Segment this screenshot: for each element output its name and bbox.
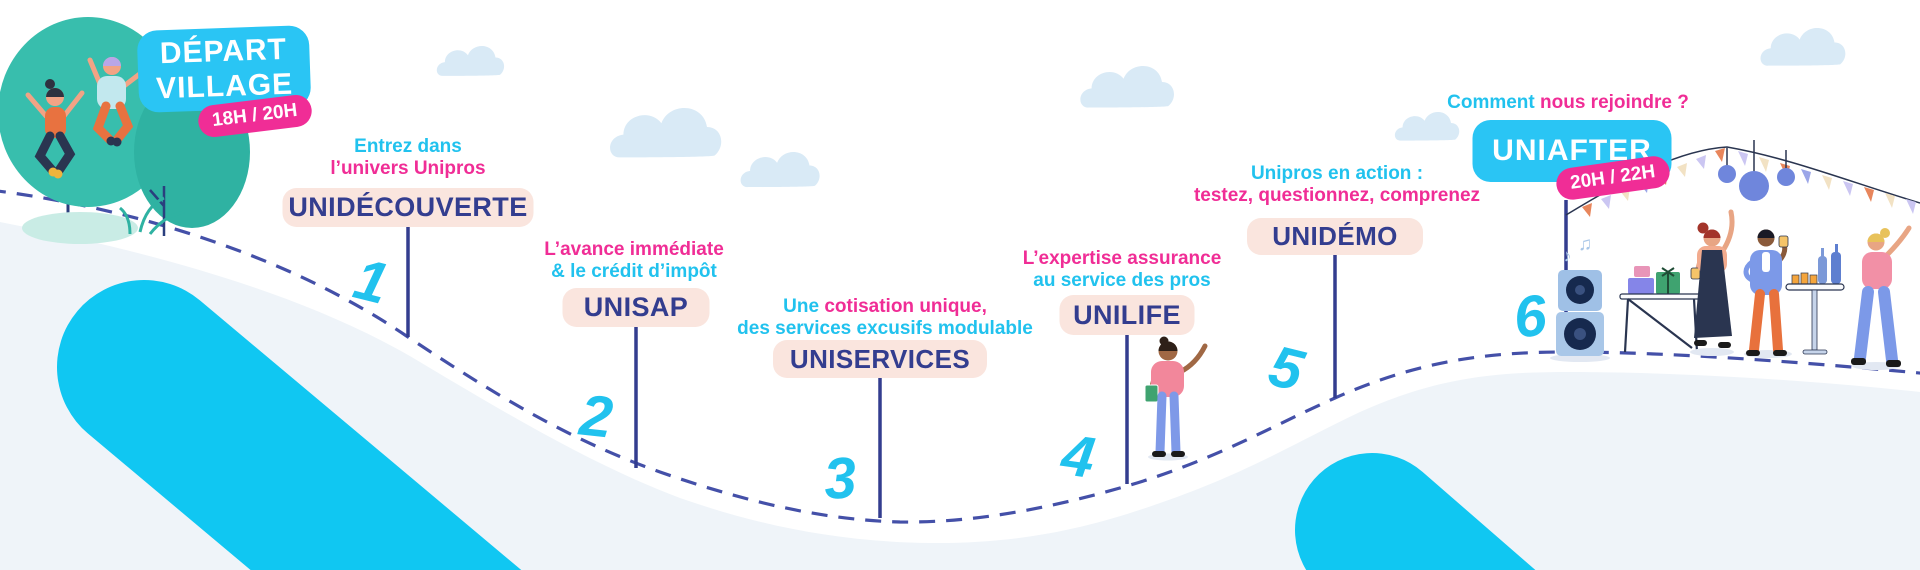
sign-poles bbox=[406, 200, 1568, 518]
desc-segment: Unipros en action : bbox=[1250, 163, 1424, 184]
desc-segment: Entrez dans bbox=[354, 136, 462, 157]
tree-trunk bbox=[149, 186, 166, 236]
stop-5-sign: UNIDÉMO bbox=[1247, 218, 1423, 255]
stop-1-sign: UNIDÉCOUVERTE bbox=[282, 188, 534, 227]
desc-segment: au service des pros bbox=[1033, 269, 1211, 291]
dancer-woman-1 bbox=[1690, 209, 1735, 356]
stop-1-description: Entrez dans l’univers Unipros bbox=[330, 136, 485, 179]
cloud bbox=[1394, 111, 1460, 141]
desc-segment: Comment bbox=[1447, 92, 1541, 113]
desc-segment: & le crédit d’impôt bbox=[551, 260, 717, 282]
cloud bbox=[1080, 65, 1174, 108]
drinks-table bbox=[1785, 244, 1845, 355]
desc-segment: testez, questionnez, comprenez bbox=[1193, 184, 1481, 206]
grass bbox=[119, 196, 185, 235]
finish-question: Comment nous rejoindre ? bbox=[1447, 92, 1689, 114]
stop-5-description: Unipros en action : testez, questionnez,… bbox=[1194, 163, 1480, 206]
cloud bbox=[436, 45, 505, 76]
stop-2-description: L’avance immédiate & le crédit d’impôt bbox=[544, 239, 724, 282]
stop-2-number: 2 bbox=[576, 382, 616, 451]
desc-segment: nous rejoindre ? bbox=[1540, 92, 1689, 113]
desc-segment: l’univers Unipros bbox=[330, 157, 486, 179]
cloud bbox=[1760, 27, 1846, 66]
desc-segment: Une bbox=[783, 296, 825, 317]
cloud bbox=[740, 151, 820, 188]
dancer-woman-2 bbox=[1851, 225, 1912, 370]
cloud bbox=[610, 107, 722, 158]
desc-segment: des services excusifs modulable bbox=[737, 317, 1033, 339]
speaker-stack bbox=[1550, 270, 1610, 362]
stop-4-sign: UNILIFE bbox=[1059, 295, 1195, 335]
music-note-icon: ♫ bbox=[1578, 234, 1592, 255]
bush bbox=[22, 212, 138, 244]
guide-person bbox=[1144, 336, 1208, 461]
desc-segment: L’avance immédiate bbox=[544, 239, 724, 260]
dancer-man bbox=[1743, 229, 1792, 358]
disco-balls bbox=[1718, 140, 1795, 201]
jumping-woman bbox=[25, 79, 85, 179]
party-scene: ♪ ♫ bbox=[1550, 140, 1920, 370]
music-note-icon: ♪ bbox=[1561, 246, 1573, 266]
desc-segment: cotisation unique, bbox=[824, 296, 987, 317]
start-title-line1: DÉPART bbox=[159, 32, 288, 71]
cyan-swoosh-right bbox=[1295, 453, 1726, 570]
stop-4-description: L’expertise assurance au service des pro… bbox=[1023, 248, 1222, 291]
hill bbox=[0, 222, 1920, 570]
stop-3-sign: UNISERVICES bbox=[773, 340, 987, 378]
route-dashed-path bbox=[0, 189, 1920, 524]
cyan-swoosh-left bbox=[56, 280, 634, 570]
stop-3-description: Une cotisation unique, des services excu… bbox=[737, 296, 1033, 339]
desc-segment: L’expertise assurance bbox=[1022, 248, 1222, 269]
stop-3-number: 3 bbox=[821, 444, 859, 513]
stop-2-sign: UNISAP bbox=[562, 288, 710, 327]
stop-6-number: 6 bbox=[1510, 282, 1550, 351]
gift-table bbox=[1619, 266, 1703, 353]
clouds bbox=[436, 27, 1846, 188]
